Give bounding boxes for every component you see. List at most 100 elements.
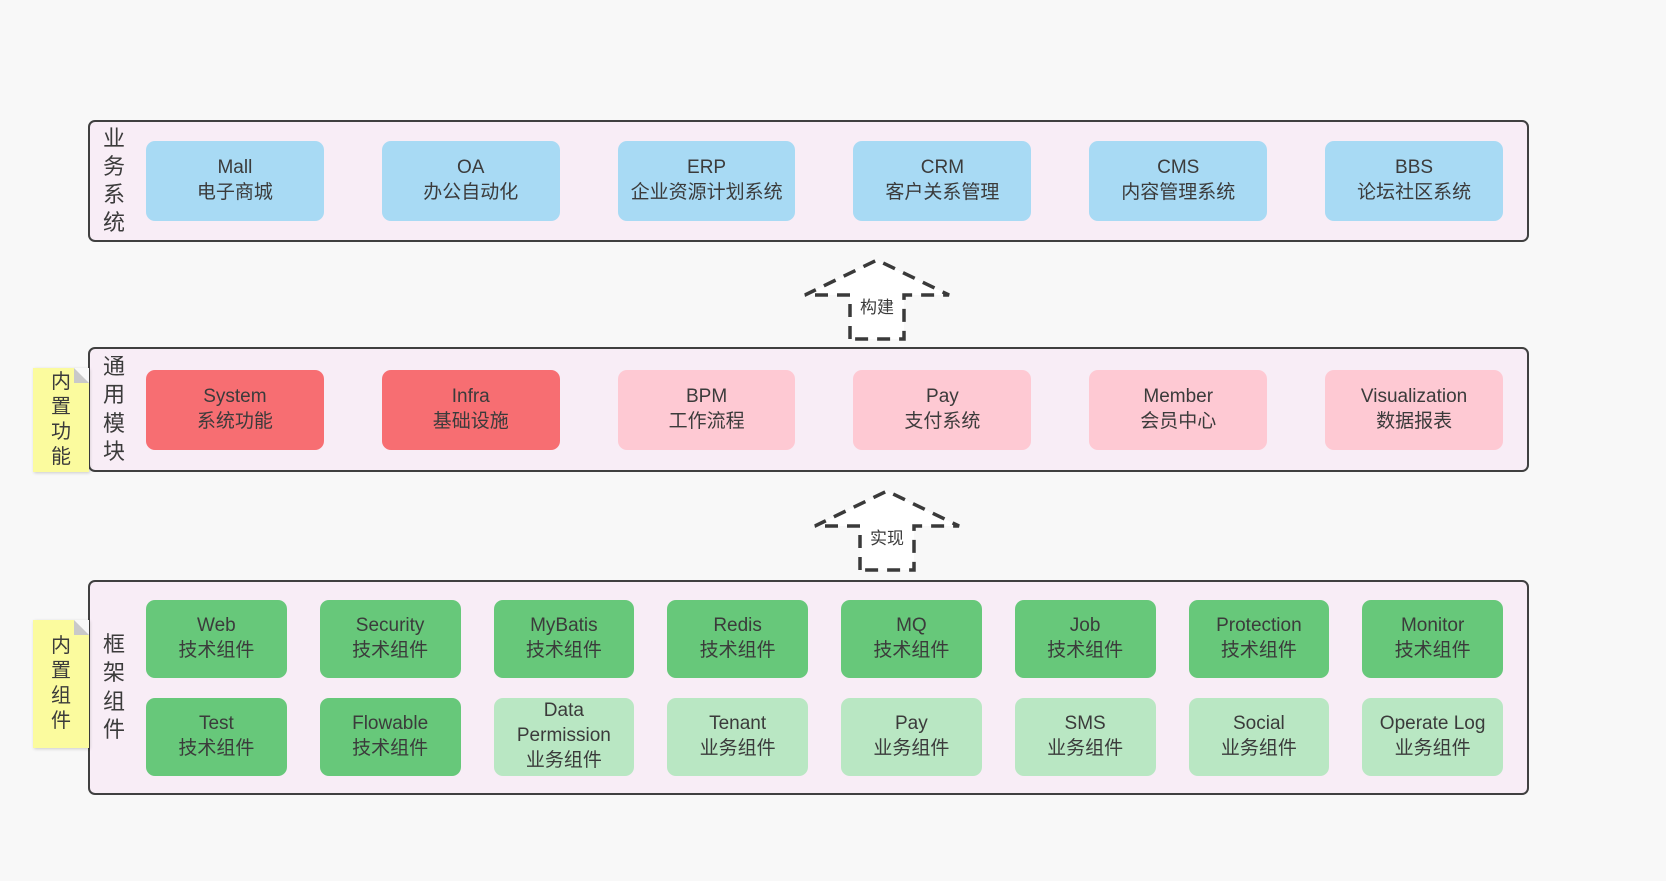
business-box-cms: CMS 内容管理系统 — [1089, 141, 1268, 221]
box-title: CRM — [920, 157, 965, 179]
component-box-web: Web 技术组件 — [146, 599, 287, 678]
component-box-operate-log: Operate Log 业务组件 — [1362, 697, 1503, 776]
box-subtitle: 技术组件 — [178, 737, 255, 759]
box-title: Data Permission — [516, 700, 611, 747]
box-subtitle: 技术组件 — [1220, 639, 1297, 661]
component-box-job: Job 技术组件 — [1014, 599, 1156, 678]
box-title: MQ — [896, 614, 927, 636]
component-box-pay: Pay 业务组件 — [841, 697, 982, 776]
implement-arrow-label: 实现 — [867, 524, 907, 549]
build-arrow-label: 构建 — [857, 293, 897, 318]
business-systems-band: 业务系统 Mall 电子商城 OA 办公自动化 ERP 企业资源计划系统 CRM… — [88, 120, 1529, 242]
box-subtitle: 业务组件 — [873, 737, 950, 759]
component-box-protection: Protection 技术组件 — [1188, 599, 1330, 678]
component-box-mybatis: MyBatis 技术组件 — [493, 599, 635, 678]
box-subtitle: 系统功能 — [196, 410, 273, 432]
band-label-framework-components: 框架组件 — [102, 632, 125, 742]
box-title: Visualization — [1360, 385, 1468, 407]
band-label-common-modules: 通用模块 — [102, 354, 125, 464]
business-box-erp: ERP 企业资源计划系统 — [617, 141, 796, 221]
component-box-social: Social 业务组件 — [1188, 697, 1330, 776]
box-subtitle: 数据报表 — [1376, 410, 1453, 432]
box-subtitle: 技术组件 — [352, 737, 429, 759]
box-title: Infra — [451, 385, 490, 407]
common-modules-boxes: System 系统功能 Infra 基础设施 BPM 工作流程 Pay 支付系统… — [146, 349, 1503, 470]
business-box-mall: Mall 电子商城 — [146, 141, 324, 221]
box-title: Social — [1233, 712, 1285, 734]
business-box-crm: CRM 客户关系管理 — [853, 141, 1032, 221]
component-box-mq: MQ 技术组件 — [841, 599, 982, 678]
box-subtitle: 技术组件 — [873, 639, 950, 661]
box-title: Test — [198, 712, 234, 734]
box-title: BPM — [685, 385, 728, 407]
box-subtitle: 工作流程 — [668, 410, 745, 432]
box-title: ERP — [687, 157, 727, 179]
box-subtitle: 论坛社区系统 — [1357, 182, 1472, 203]
box-subtitle: 技术组件 — [699, 639, 776, 661]
box-title: OA — [457, 157, 485, 179]
box-subtitle: 技术组件 — [178, 639, 255, 661]
box-title: Flowable — [352, 712, 429, 734]
component-box-test: Test 技术组件 — [146, 697, 287, 776]
box-title: BBS — [1395, 157, 1434, 179]
box-title: Pay — [895, 712, 928, 734]
module-box-pay: Pay 支付系统 — [853, 369, 1032, 450]
sticky-note-built-in-features: 内置功能 — [33, 368, 89, 472]
component-box-tenant: Tenant 业务组件 — [667, 697, 808, 776]
box-subtitle: 会员中心 — [1140, 410, 1217, 432]
box-title: Mall — [217, 157, 253, 179]
box-title: System — [203, 385, 267, 407]
framework-components-band: 框架组件 Web 技术组件 Security 技术组件 MyBatis 技术组件… — [88, 580, 1529, 795]
component-box-monitor: Monitor 技术组件 — [1362, 599, 1503, 678]
box-subtitle: 业务组件 — [699, 737, 776, 759]
box-subtitle: 业务组件 — [1394, 737, 1471, 759]
box-title: Operate Log — [1379, 712, 1486, 734]
module-box-visualization: Visualization 数据报表 — [1325, 369, 1503, 450]
box-subtitle: 技术组件 — [352, 639, 429, 661]
module-box-bpm: BPM 工作流程 — [617, 369, 796, 450]
box-title: Pay — [926, 385, 959, 407]
box-title: Security — [355, 614, 425, 636]
component-box-data-permission: Data Permission 业务组件 — [493, 697, 635, 776]
box-subtitle: 技术组件 — [1394, 639, 1471, 661]
build-arrow: 构建 — [802, 257, 952, 341]
business-systems-boxes: Mall 电子商城 OA 办公自动化 ERP 企业资源计划系统 CRM 客户关系… — [146, 122, 1503, 240]
business-box-oa: OA 办公自动化 — [381, 141, 560, 221]
box-subtitle: 支付系统 — [904, 410, 981, 432]
box-title: SMS — [1064, 712, 1106, 734]
component-box-redis: Redis 技术组件 — [667, 599, 808, 678]
framework-components-boxes: Web 技术组件 Security 技术组件 MyBatis 技术组件 Redi… — [146, 582, 1503, 793]
module-box-infra: Infra 基础设施 — [381, 369, 560, 450]
box-subtitle: 技术组件 — [525, 639, 602, 661]
component-box-security: Security 技术组件 — [319, 599, 461, 678]
module-box-system: System 系统功能 — [146, 369, 324, 450]
box-title: Tenant — [709, 712, 767, 734]
common-modules-band: 通用模块 System 系统功能 Infra 基础设施 BPM 工作流程 Pay… — [88, 347, 1529, 472]
sticky-note-built-in-components: 内置组件 — [33, 620, 89, 748]
band-label-business-systems: 业务系统 — [102, 125, 125, 236]
box-subtitle: 内容管理系统 — [1121, 182, 1236, 203]
box-title: Job — [1069, 614, 1101, 636]
box-subtitle: 业务组件 — [1047, 737, 1124, 759]
box-title: CMS — [1157, 157, 1200, 179]
sticky-note-text: 内置组件 — [51, 635, 71, 732]
box-title: Protection — [1216, 614, 1302, 636]
box-title: Member — [1143, 385, 1214, 407]
business-box-bbs: BBS 论坛社区系统 — [1325, 141, 1503, 221]
box-title: MyBatis — [530, 614, 598, 636]
box-subtitle: 电子商城 — [196, 182, 273, 203]
sticky-note-text: 内置功能 — [51, 371, 71, 468]
box-title: Redis — [713, 614, 762, 636]
box-subtitle: 技术组件 — [1047, 639, 1124, 661]
box-title: Monitor — [1400, 614, 1465, 636]
box-title: Web — [197, 614, 236, 636]
module-box-member: Member 会员中心 — [1089, 369, 1268, 450]
component-box-sms: SMS 业务组件 — [1014, 697, 1156, 776]
implement-arrow: 实现 — [812, 488, 962, 572]
box-subtitle: 客户关系管理 — [885, 182, 1000, 203]
box-subtitle: 企业资源计划系统 — [630, 182, 783, 203]
box-subtitle: 基础设施 — [432, 410, 509, 432]
box-subtitle: 办公自动化 — [423, 182, 519, 203]
box-subtitle: 业务组件 — [525, 749, 602, 771]
